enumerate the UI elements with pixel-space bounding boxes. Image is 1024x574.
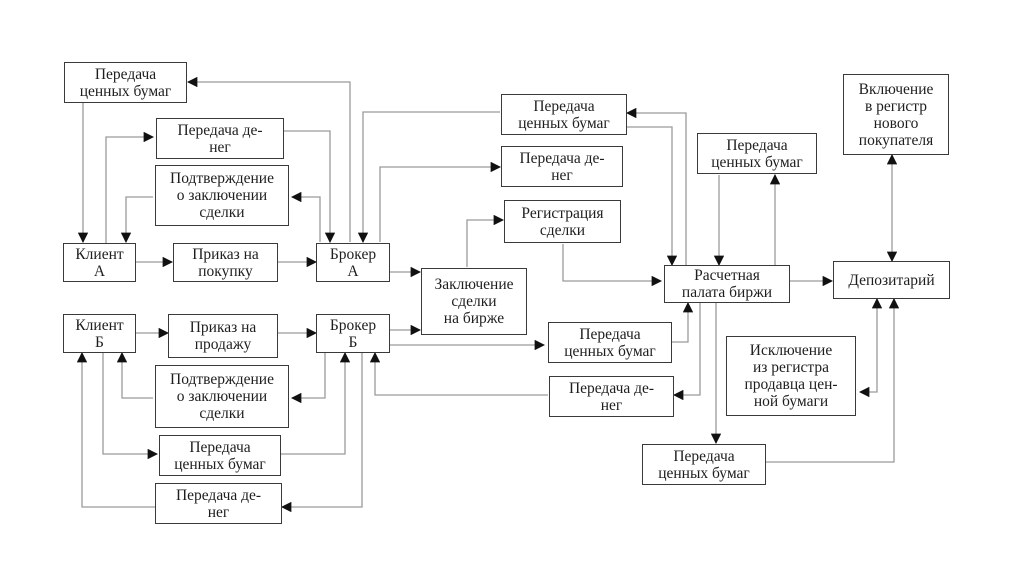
edge-clearing-to-money-mid-bottom — [672, 303, 701, 401]
box-transfer-securities-bottom-right: Передача ценных бумаг — [642, 444, 766, 485]
box-transfer-securities-clearing-top: Передача ценных бумаг — [697, 133, 817, 174]
box-deal-registration: Регистрация сделки — [504, 200, 621, 243]
edge-confirm-b-to-client-b — [116, 351, 153, 399]
box-sell-order: Приказ на продажу — [168, 314, 278, 358]
box-transfer-securities-mid-top: Передача ценных бумаг — [501, 94, 627, 135]
box-exclude-from-register: Исключение из регистра продавца цен- ной… — [726, 336, 856, 416]
box-buy-order: Приказ на покупку — [173, 243, 278, 282]
box-transfer-money-a: Передача де- нег — [156, 118, 284, 159]
edge-tsb-bottom-right-to-depository — [766, 297, 900, 463]
edge-tsb-b-to-broker-b — [281, 351, 351, 455]
edge-client-b-to-tsb-b — [102, 352, 159, 460]
edge-tsb-mid-top-to-broker-a — [357, 111, 500, 244]
box-deal-confirmation-b: Подтверждение о заключении сделки — [155, 365, 289, 428]
box-transfer-securities-mid-bottom: Передача ценных бумаг — [548, 322, 672, 363]
box-broker-a: Брокер А — [316, 243, 390, 282]
box-transfer-securities-top-left: Передача ценных бумаг — [64, 62, 187, 103]
box-exchange-deal: Заключение сделки на бирже — [421, 268, 527, 335]
box-transfer-securities-b: Передача ценных бумаг — [159, 435, 281, 476]
edge-broker-b-to-confirm-b — [290, 352, 326, 404]
box-broker-b: Брокер Б — [316, 314, 390, 353]
box-transfer-money-mid-top: Передача де- нег — [501, 146, 623, 187]
edge-broker-a-to-money-mid-top — [379, 161, 502, 242]
box-client-a: Клиент А — [63, 243, 136, 282]
box-client-b: Клиент Б — [63, 314, 136, 353]
edge-tsb-mid-top-to-clearing — [627, 126, 678, 267]
edge-clearing-to-tsb-mid-top — [625, 107, 687, 265]
edge-deal-to-registration — [466, 214, 505, 267]
box-deal-confirmation-a: Подтверждение о заключении сделки — [155, 165, 289, 226]
edge-broker-a-to-confirm-a — [290, 191, 321, 242]
edge-money-a-to-broker-a — [284, 130, 336, 244]
box-clearing-house: Расчетная палата биржи — [664, 265, 790, 303]
edge-registration-to-clearing — [562, 244, 663, 287]
box-depository: Депозитарий — [833, 261, 950, 299]
edge-confirm-a-to-client-a — [120, 196, 153, 244]
edge-money-mid-bottom-to-broker-b — [369, 351, 548, 396]
box-include-in-register: Включение в регистр нового покупателя — [843, 74, 949, 155]
box-transfer-money-mid-bottom: Передача де- нег — [549, 376, 674, 417]
edge-money-b-to-client-b — [76, 351, 155, 508]
box-transfer-money-b: Передача де- нег — [155, 483, 282, 524]
edge-tsb-mid-bottom-to-clearing — [672, 301, 694, 343]
edge-broker-a-to-tsb-top-left — [186, 76, 351, 242]
edge-depository-exclude-register — [858, 297, 883, 398]
edge-broker-b-to-money-b — [280, 352, 363, 513]
edge-client-a-to-money-a — [105, 131, 155, 243]
